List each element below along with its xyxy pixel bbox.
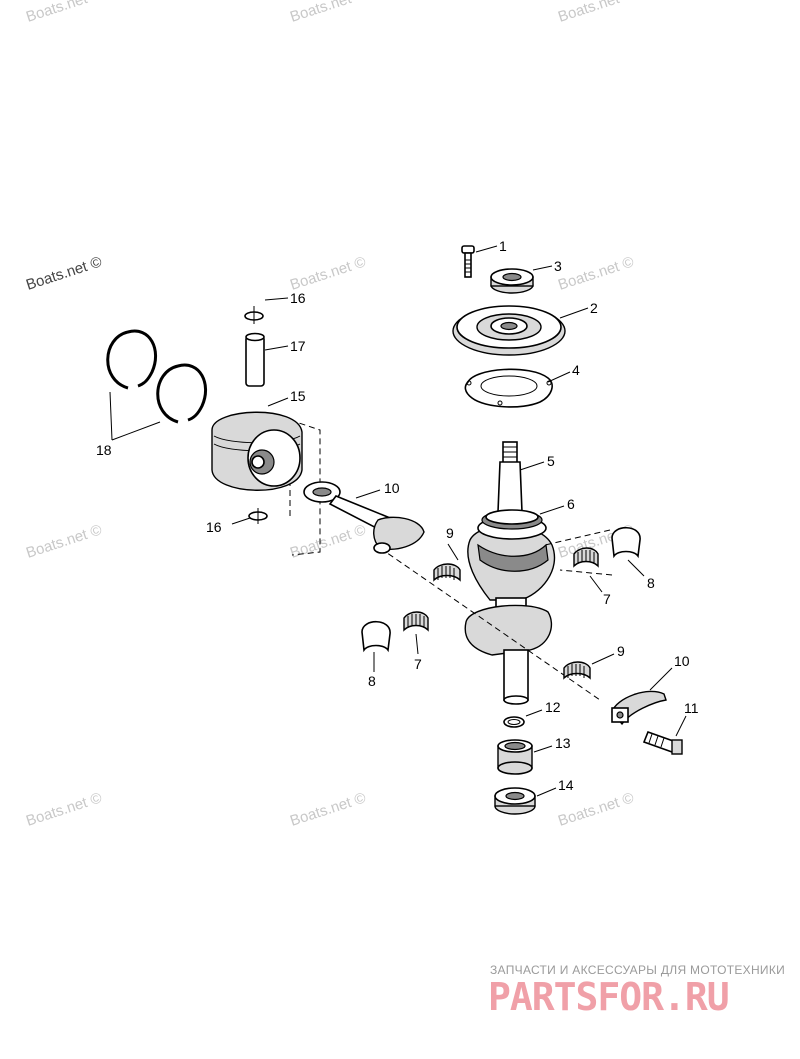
part-8-race-left[interactable] xyxy=(361,620,391,653)
watermark: Boats.net © xyxy=(288,789,368,829)
callout-13: 13 xyxy=(555,735,571,751)
part-18-piston-rings[interactable] xyxy=(106,329,208,424)
part-2-end-cap[interactable] xyxy=(452,305,566,356)
alignment-line xyxy=(544,529,613,576)
callout-7: 7 xyxy=(414,656,422,672)
callout-1: 1 xyxy=(499,238,507,254)
watermark: Boats.net © xyxy=(288,0,368,26)
callout-7: 7 xyxy=(603,591,611,607)
callouts: 1 3 2 4 5 6 16 17 15 18 16 10 9 7 8 7 8 … xyxy=(96,238,699,793)
part-16-circlip-top[interactable] xyxy=(244,306,264,324)
callout-18: 18 xyxy=(96,442,112,458)
callout-10: 10 xyxy=(674,653,690,669)
part-3-seal[interactable] xyxy=(490,268,534,294)
callout-15: 15 xyxy=(290,388,306,404)
part-6-bearing[interactable] xyxy=(481,509,543,530)
part-7-bearing-left[interactable] xyxy=(403,611,429,632)
watermark: Boats.net © xyxy=(24,253,104,293)
watermark: Boats.net © xyxy=(24,789,104,829)
part-10-rod-cap[interactable] xyxy=(611,690,667,726)
callout-10: 10 xyxy=(384,480,400,496)
part-14-seal[interactable] xyxy=(494,787,536,815)
callout-8: 8 xyxy=(647,575,655,591)
watermark: Boats.net © xyxy=(288,253,368,293)
callout-9: 9 xyxy=(617,643,625,659)
footer-logo[interactable]: PARTSFOR.RU xyxy=(488,975,730,1019)
callout-9: 9 xyxy=(446,525,454,541)
watermark: Boats.net © xyxy=(556,0,636,26)
watermark: Boats.net © xyxy=(288,521,368,561)
callout-2: 2 xyxy=(590,300,598,316)
watermark: Boats.net © xyxy=(24,521,104,561)
part-4-gasket[interactable] xyxy=(464,368,553,408)
callout-6: 6 xyxy=(567,496,575,512)
callout-16: 16 xyxy=(290,290,306,306)
callout-14: 14 xyxy=(558,777,574,793)
part-7-bearing-right[interactable] xyxy=(573,547,599,568)
part-8-race-right[interactable] xyxy=(611,526,641,559)
part-9-bearing-upper[interactable] xyxy=(433,563,461,582)
part-12-o-ring[interactable] xyxy=(503,716,525,728)
callout-4: 4 xyxy=(572,362,580,378)
callout-16: 16 xyxy=(206,519,222,535)
part-9-bearing-lower[interactable] xyxy=(563,661,591,680)
leader-lines xyxy=(109,245,687,797)
watermark: Boats.net © xyxy=(556,253,636,293)
part-11-rod-bolt[interactable] xyxy=(642,730,683,755)
callout-17: 17 xyxy=(290,338,306,354)
footer-caption: ЗАПЧАСТИ И АКСЕССУАРЫ ДЛЯ МОТОТЕХНИКИ xyxy=(490,963,786,977)
part-1-bolt[interactable] xyxy=(461,245,475,278)
callout-3: 3 xyxy=(554,258,562,274)
part-15-piston[interactable] xyxy=(211,411,303,491)
part-16-circlip-bottom[interactable] xyxy=(248,508,268,524)
callout-12: 12 xyxy=(545,699,561,715)
part-5-crankshaft[interactable] xyxy=(464,441,555,705)
watermark: Boats.net © xyxy=(24,0,104,26)
callout-11: 11 xyxy=(684,700,699,716)
part-13-roller-bearing[interactable] xyxy=(497,739,533,775)
part-17-piston-pin[interactable] xyxy=(245,332,265,387)
part-10-connecting-rod[interactable] xyxy=(303,481,425,554)
callout-8: 8 xyxy=(368,673,376,689)
callout-5: 5 xyxy=(547,453,555,469)
watermark: Boats.net © xyxy=(556,789,636,829)
